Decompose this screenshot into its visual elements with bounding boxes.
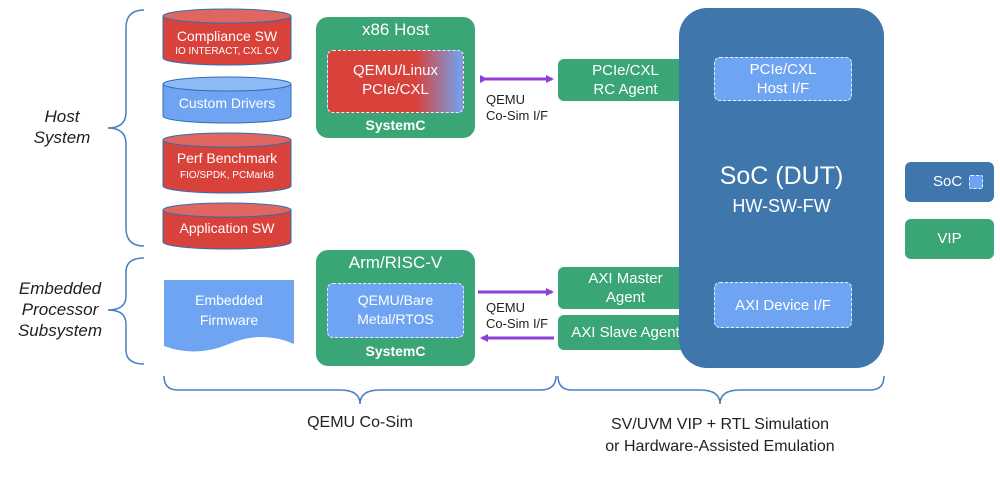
- pcie-host-if: PCIe/CXL Host I/F: [714, 57, 852, 101]
- axi-slave-agent: AXI Slave Agent: [558, 315, 693, 350]
- application-sw-cylinder: Application SW: [162, 202, 292, 250]
- legend-soc: SoC: [905, 162, 994, 202]
- cosim-if-label-top: QEMU Co-Sim I/F: [486, 92, 549, 123]
- qemu-bare-metal-label: QEMU/Bare Metal/RTOS: [357, 292, 434, 327]
- qemu-linux-box: QEMU/Linux PCIe/CXL: [327, 50, 464, 113]
- host-system-label: Host System: [33, 107, 91, 147]
- x86-host-title: x86 Host: [361, 20, 430, 39]
- embedded-subsystem-label: Embedded Processor Subsystem: [17, 279, 103, 340]
- soc-dut-subtitle: HW-SW-FW: [732, 196, 831, 216]
- soc-dut-title: SoC (DUT): [719, 162, 844, 190]
- simulation-brace: [557, 375, 885, 405]
- legend-vip: VIP: [905, 219, 994, 259]
- embedded-firmware-label: Embedded Firmware: [195, 292, 263, 328]
- pcie-rc-agent: PCIe/CXL RC Agent: [558, 59, 693, 101]
- compliance-sw-cylinder: Compliance SW IO INTERACT, CXL CV: [162, 8, 292, 66]
- arm-riscv-box: Arm/RISC-V QEMU/Bare Metal/RTOS SystemC: [316, 250, 475, 366]
- application-sw-title: Application SW: [179, 220, 275, 236]
- embedded-firmware-doc: Embedded Firmware: [164, 280, 294, 356]
- axi-master-agent: AXI Master Agent: [558, 267, 693, 309]
- simulation-label: SV/UVM VIP + RTL Simulation or Hardware-…: [605, 416, 835, 455]
- legend-interface-swatch-icon: [969, 175, 983, 189]
- embedded-brace: [107, 257, 145, 365]
- host-system-brace: [107, 9, 145, 247]
- custom-drivers-cylinder: Custom Drivers: [162, 76, 292, 124]
- compliance-sw-title: Compliance SW: [176, 28, 278, 44]
- custom-drivers-title: Custom Drivers: [178, 95, 276, 111]
- x86-systemc-label: SystemC: [365, 117, 426, 133]
- axi-device-if: AXI Device I/F: [714, 282, 852, 328]
- arm-riscv-title: Arm/RISC-V: [348, 253, 443, 272]
- x86-host-box: x86 Host QEMU/Linux PCIe/CXL SystemC: [316, 17, 475, 138]
- perf-benchmark-cylinder: Perf Benchmark FIO/SPDK, PCMark8: [162, 132, 292, 194]
- compliance-sw-subtitle: IO INTERACT, CXL CV: [175, 46, 279, 57]
- legend-soc-label: SoC: [933, 173, 963, 190]
- cosim-if-label-bottom: QEMU Co-Sim I/F: [486, 300, 549, 331]
- perf-benchmark-title: Perf Benchmark: [176, 150, 278, 166]
- qemu-cosim-brace: [163, 375, 557, 405]
- qemu-cosim-label: QEMU Co-Sim: [307, 414, 413, 431]
- qemu-linux-label: QEMU/Linux PCIe/CXL: [352, 62, 439, 98]
- qemu-bare-metal-box: QEMU/Bare Metal/RTOS: [327, 283, 464, 338]
- arm-systemc-label: SystemC: [365, 343, 426, 359]
- perf-benchmark-subtitle: FIO/SPDK, PCMark8: [180, 170, 274, 181]
